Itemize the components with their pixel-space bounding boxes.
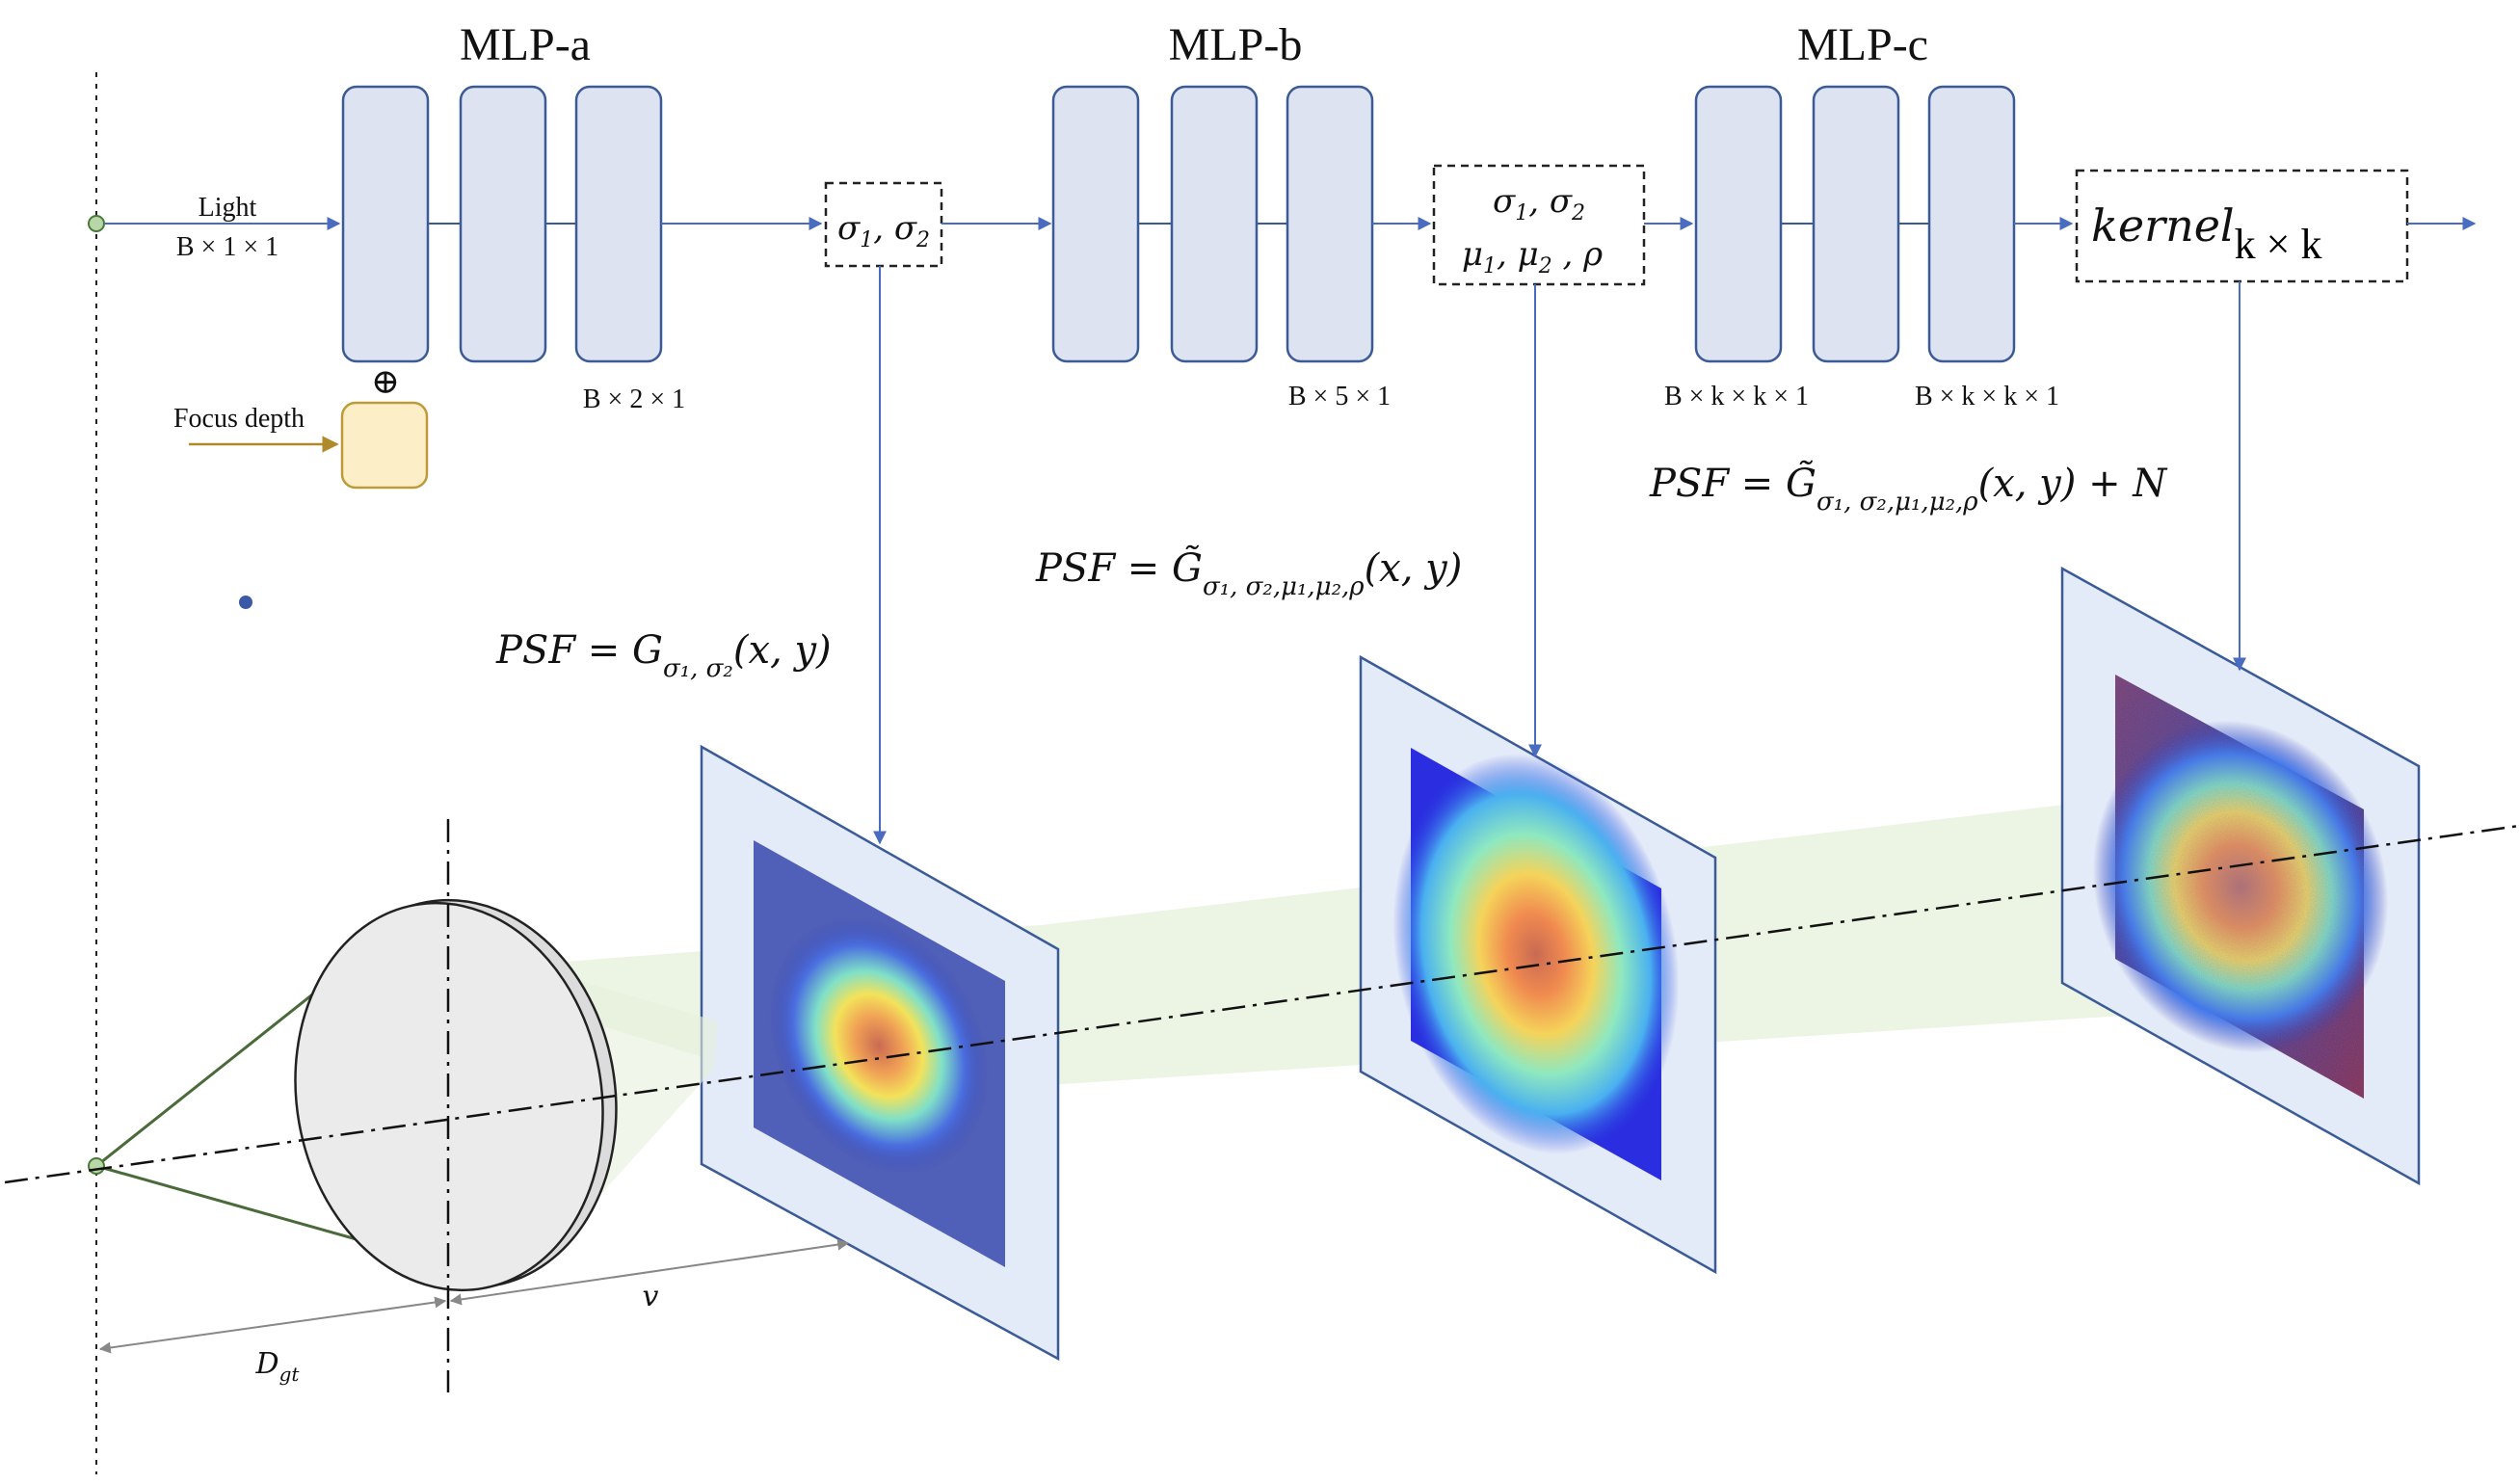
v-label: v: [643, 1280, 659, 1313]
mlp-c-dim-2: B × k × k × 1: [1915, 382, 2059, 411]
mlp-c-layer-2: [1812, 85, 1900, 363]
dgt-label: Dgt: [255, 1347, 301, 1386]
mlp-b-title: MLP-b: [1169, 19, 1303, 70]
mlp-a-layer-3: [574, 85, 663, 363]
mlp-b-out-dim: B × 5 × 1: [1288, 382, 1391, 411]
output-c-text: kernelk × k: [2091, 199, 2321, 268]
concat-symbol: ⊕: [371, 362, 400, 402]
output-a-text: σ1, σ2: [837, 209, 930, 252]
plane-b-psf-blob: [1392, 754, 1680, 1154]
light-source-node: [88, 215, 105, 232]
v-dimension-arrow: [449, 1238, 850, 1306]
mlp-c-layer-3: [1927, 85, 2016, 363]
mlp-a-layer-2: [459, 85, 547, 363]
image-plane-a: [700, 744, 1060, 1362]
formula-a: PSF = Gσ₁, σ₂(x, y): [495, 628, 832, 683]
plane-c-noise: [2115, 675, 2364, 1099]
mlp-b-layer-2: [1170, 85, 1259, 363]
mlp-b-layer-3: [1286, 85, 1374, 363]
mlp-a-out-dim: B × 2 × 1: [583, 384, 685, 414]
mlp-c-dim-1: B × k × k × 1: [1664, 382, 1809, 411]
output-b-line-2: μ1, μ2 , ρ: [1462, 235, 1603, 278]
mlp-c-title: MLP-c: [1797, 19, 1928, 70]
image-plane-c: [2060, 566, 2421, 1186]
mlp-a-layers: [341, 85, 663, 363]
mlp-a-layer-1: [341, 85, 430, 363]
lens-assembly: [88, 898, 718, 1292]
focus-depth-label: Focus depth: [173, 404, 305, 434]
output-box-c: [2075, 169, 2409, 283]
output-b-line-1: σ1, σ2: [1493, 182, 1585, 225]
mlp-b-layers: [1051, 85, 1374, 363]
mlp-c-layers: [1694, 85, 2016, 363]
formula-b: PSF = G̃σ₁, σ₂,μ₁,μ₂,ρ(x, y): [1035, 545, 1462, 601]
mlp-c-layer-1: [1694, 85, 1783, 363]
dgt-dimension-arrow: [98, 1296, 447, 1354]
output-box-a: [824, 181, 943, 268]
mlp-b-layer-1: [1051, 85, 1140, 363]
light-label: Light: [199, 193, 257, 223]
light-dim-label: B × 1 × 1: [176, 232, 278, 262]
stray-dot: [239, 596, 252, 609]
formula-c: PSF = G̃σ₁, σ₂,μ₁,μ₂,ρ(x, y) + N: [1649, 461, 2168, 517]
focal-point-node: [88, 1157, 105, 1175]
output-box-b: [1432, 164, 1646, 286]
mlp-a-title: MLP-a: [460, 19, 591, 70]
lens-ray-top: [95, 971, 340, 1168]
plane-a-psf-blob: [769, 916, 989, 1175]
focus-depth-block: [340, 401, 429, 490]
